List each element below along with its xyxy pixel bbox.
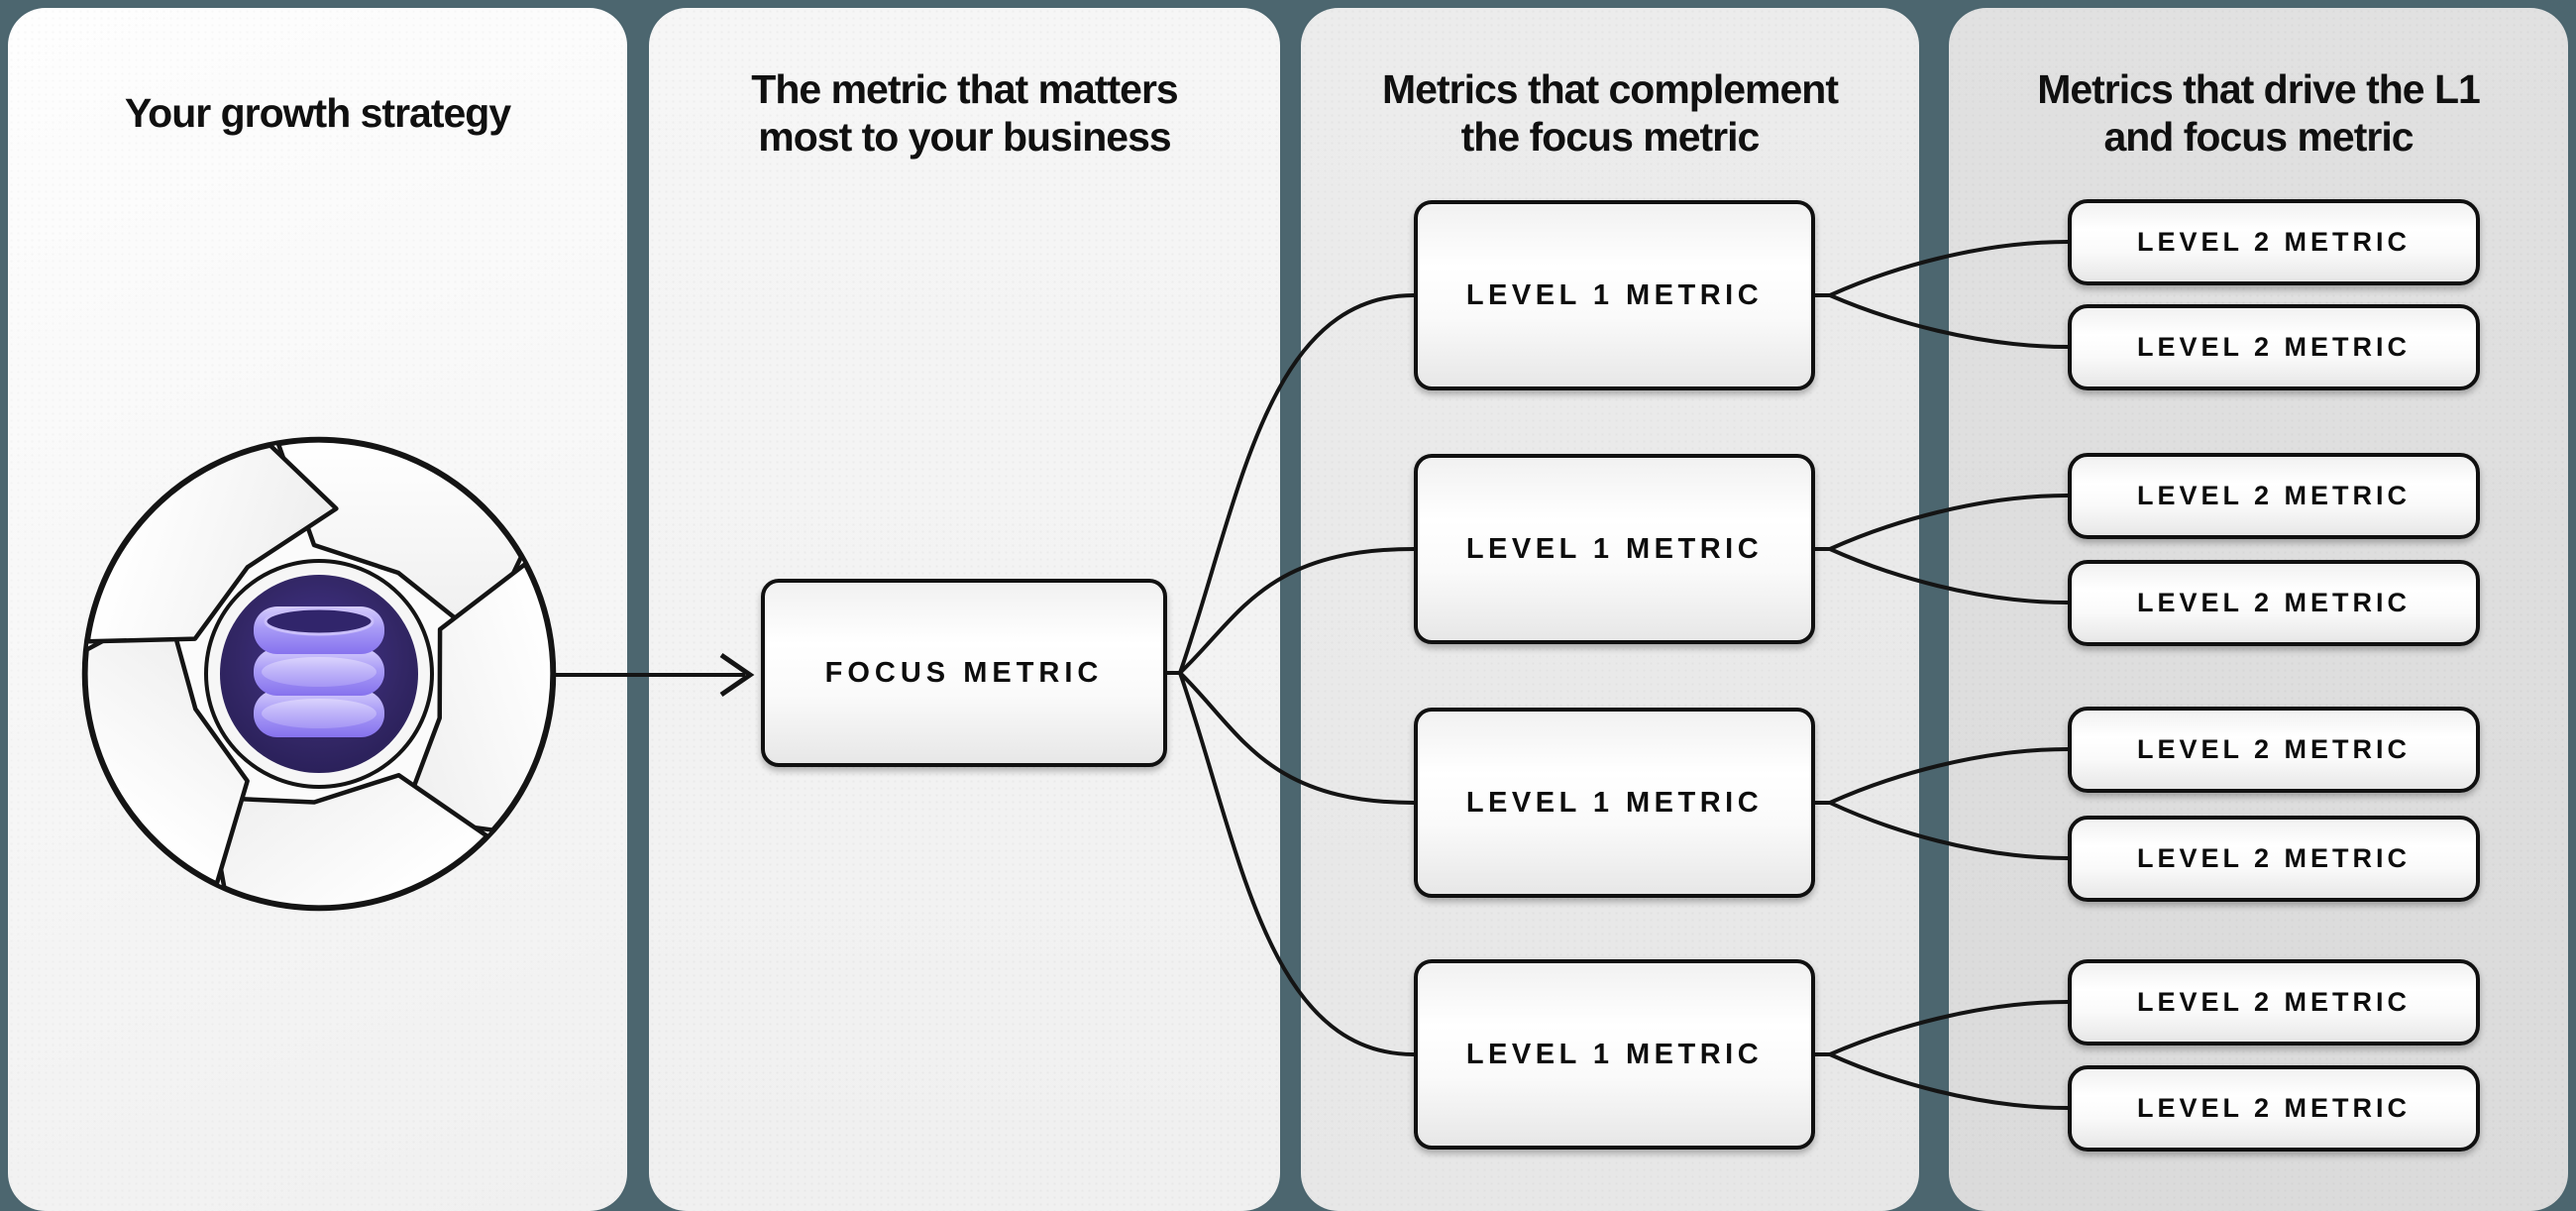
level2-metric-label: LEVEL 2 METRIC (2136, 1093, 2412, 1123)
panel-focus-metric: The metric that matters most to your bus… (649, 8, 1280, 1211)
level2-metric-label: LEVEL 2 METRIC (2136, 481, 2412, 510)
panel-title-growth-strategy: Your growth strategy (124, 90, 511, 136)
level1-metric-box: LEVEL 1 METRIC (1414, 454, 1815, 644)
level1-metric-box: LEVEL 1 METRIC (1414, 708, 1815, 898)
level2-metric-box: LEVEL 2 METRIC (2068, 816, 2480, 902)
level2-metric-box: LEVEL 2 METRIC (2068, 453, 2480, 539)
level1-metric-box: LEVEL 1 METRIC (1414, 959, 1815, 1150)
focus-metric-box: FOCUS METRIC (761, 579, 1167, 767)
level1-metric-box: LEVEL 1 METRIC (1414, 200, 1815, 390)
level2-metric-label: LEVEL 2 METRIC (2136, 332, 2412, 362)
level2-metric-box: LEVEL 2 METRIC (2068, 199, 2480, 285)
panel-title-level2-metrics: Metrics that drive the L1 and focus metr… (2037, 66, 2481, 160)
level2-metric-box: LEVEL 2 METRIC (2068, 707, 2480, 793)
level1-metric-label: LEVEL 1 METRIC (1465, 532, 1764, 565)
panel-title-focus-metric: The metric that matters most to your bus… (751, 66, 1178, 160)
level1-metric-label: LEVEL 1 METRIC (1465, 278, 1764, 311)
level2-metric-label: LEVEL 2 METRIC (2136, 987, 2412, 1017)
panel-growth-strategy: Your growth strategy (8, 8, 627, 1211)
level2-metric-box: LEVEL 2 METRIC (2068, 304, 2480, 390)
level2-metric-label: LEVEL 2 METRIC (2136, 734, 2412, 764)
level2-metric-box: LEVEL 2 METRIC (2068, 959, 2480, 1046)
panel-title-level1-metrics: Metrics that complement the focus metric (1382, 66, 1839, 160)
level2-metric-label: LEVEL 2 METRIC (2136, 843, 2412, 873)
level2-metric-label: LEVEL 2 METRIC (2136, 588, 2412, 617)
level2-metric-box: LEVEL 2 METRIC (2068, 1065, 2480, 1152)
level1-metric-label: LEVEL 1 METRIC (1465, 1038, 1764, 1070)
level2-metric-label: LEVEL 2 METRIC (2136, 227, 2412, 257)
level2-metric-box: LEVEL 2 METRIC (2068, 560, 2480, 646)
level1-metric-label: LEVEL 1 METRIC (1465, 786, 1764, 819)
focus-metric-label: FOCUS METRIC (824, 656, 1104, 689)
